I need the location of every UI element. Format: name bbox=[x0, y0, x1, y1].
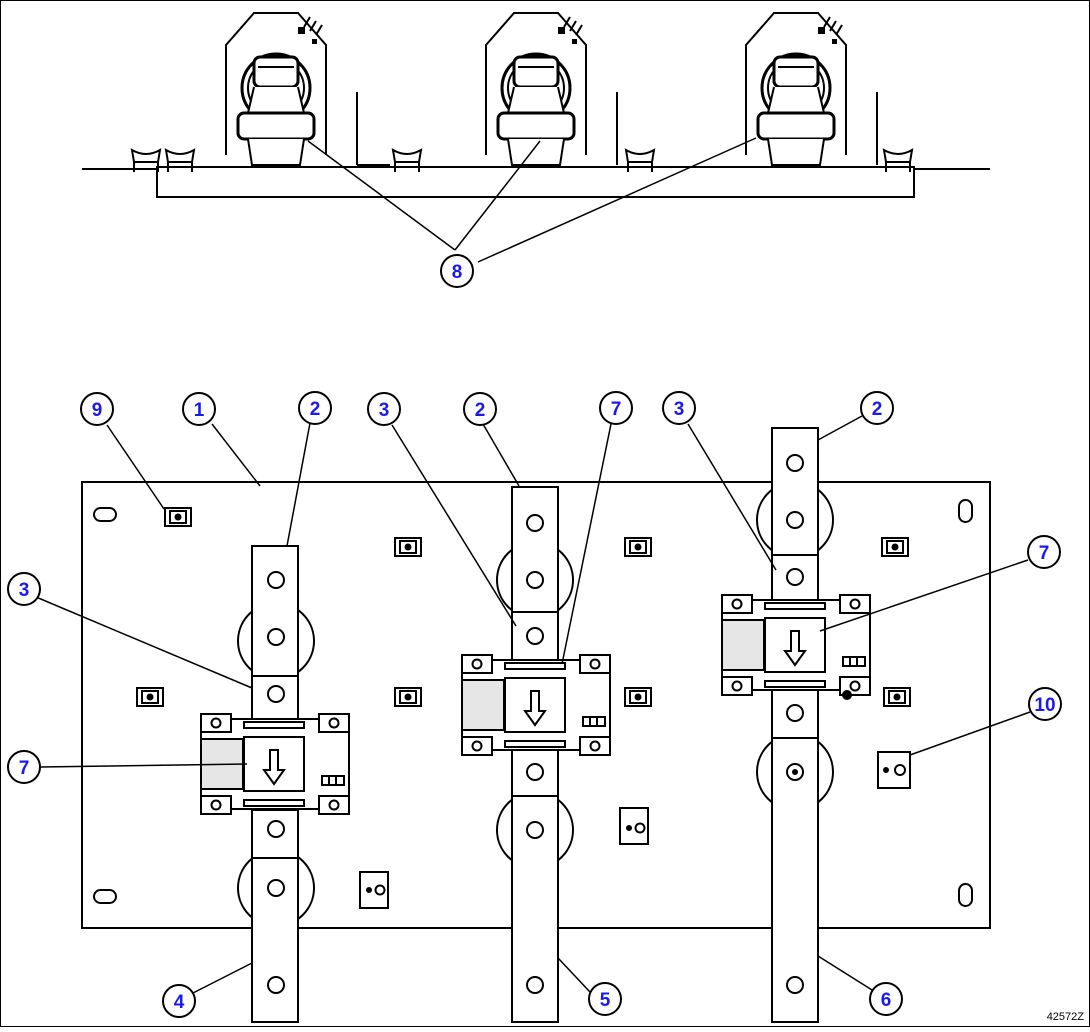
callout-3-left: 3 bbox=[7, 572, 41, 606]
callout-7-left: 7 bbox=[7, 750, 41, 784]
mount-9 bbox=[164, 507, 192, 527]
svg-text:5: 5 bbox=[600, 990, 611, 1011]
top-view bbox=[82, 11, 990, 198]
current-transformer-front-3 bbox=[721, 594, 871, 696]
callout-6: 6 bbox=[869, 982, 903, 1016]
svg-text:3: 3 bbox=[19, 580, 30, 601]
current-transformer-top-1 bbox=[224, 11, 328, 167]
svg-text:2: 2 bbox=[872, 399, 883, 420]
svg-text:3: 3 bbox=[674, 399, 685, 420]
current-transformer-front-2 bbox=[461, 654, 611, 756]
figure-id: 42572Z bbox=[1046, 1011, 1084, 1023]
callout-4: 4 bbox=[162, 984, 196, 1018]
svg-text:6: 6 bbox=[881, 990, 892, 1011]
callout-3-middle: 3 bbox=[367, 392, 401, 426]
callout-2-right: 2 bbox=[860, 391, 894, 425]
svg-text:7: 7 bbox=[611, 399, 622, 420]
svg-text:1: 1 bbox=[194, 400, 205, 421]
front-view bbox=[81, 427, 991, 1023]
callout-7-middle: 7 bbox=[599, 391, 633, 425]
svg-text:4: 4 bbox=[174, 992, 185, 1013]
bus-bar-assembly-2 bbox=[461, 486, 611, 1023]
svg-text:2: 2 bbox=[310, 399, 321, 420]
bus-bar-assembly-1 bbox=[200, 545, 350, 1023]
callout-10: 10 bbox=[1028, 687, 1062, 721]
callout-1: 1 bbox=[182, 392, 216, 426]
svg-text:7: 7 bbox=[19, 758, 30, 779]
callouts: 8 9 1 2 3 2 7 3 bbox=[7, 254, 1062, 1018]
svg-text:9: 9 bbox=[92, 400, 103, 421]
callout-8: 8 bbox=[440, 254, 474, 288]
leader-lines bbox=[35, 137, 1031, 994]
callout-5: 5 bbox=[588, 982, 622, 1016]
callout-2-left: 2 bbox=[298, 391, 332, 425]
svg-text:10: 10 bbox=[1034, 695, 1055, 716]
current-transformer-top-3 bbox=[744, 11, 848, 167]
current-transformer-top-2 bbox=[484, 11, 588, 167]
bracket-10 bbox=[877, 751, 911, 789]
callout-7-right: 7 bbox=[1027, 535, 1061, 569]
svg-text:8: 8 bbox=[452, 262, 463, 283]
bus-bar-assembly-3 bbox=[721, 427, 871, 1023]
callout-3-right: 3 bbox=[662, 391, 696, 425]
svg-text:2: 2 bbox=[475, 400, 486, 421]
callout-2-middle: 2 bbox=[463, 392, 497, 426]
svg-text:3: 3 bbox=[379, 400, 390, 421]
bracket-left bbox=[359, 871, 389, 909]
callout-9: 9 bbox=[80, 392, 114, 426]
bracket-middle bbox=[619, 807, 649, 845]
svg-text:7: 7 bbox=[1039, 543, 1050, 564]
